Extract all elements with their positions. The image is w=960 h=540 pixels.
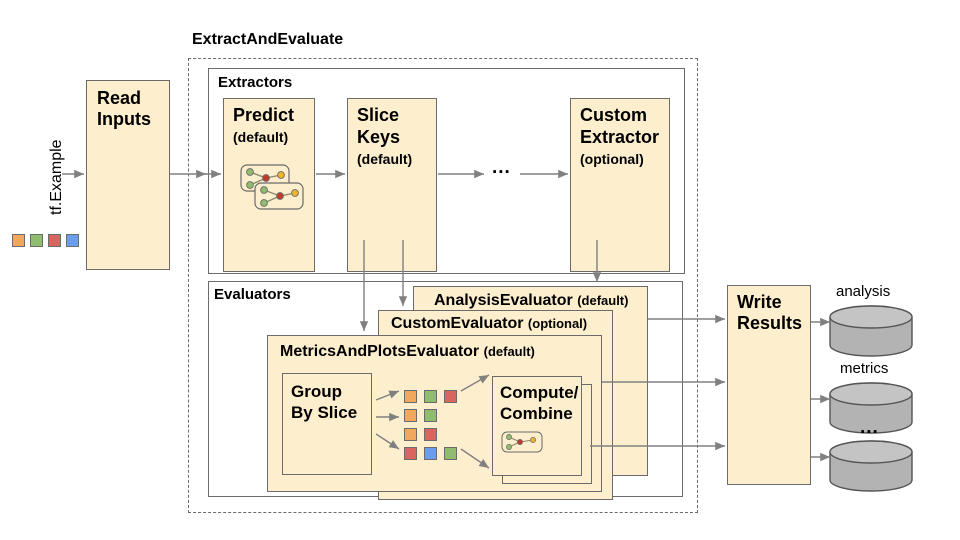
- extractor-predict-qualifier: (default): [233, 129, 289, 145]
- write-results-line2: Results: [737, 313, 803, 333]
- group-by-slice-line2: By Slice: [291, 403, 358, 422]
- extractor-custom-qualifier: (optional): [580, 151, 644, 167]
- output-label-ellipsis: ...: [860, 417, 879, 438]
- input-swatch-green: [30, 234, 43, 247]
- custom-evaluator-qualifier: (optional): [527, 316, 588, 331]
- slice-swatch-r0-orange: [404, 390, 417, 403]
- slice-swatch-r0-red: [444, 390, 457, 403]
- metrics-evaluator-qualifier: (default): [483, 344, 535, 359]
- extractor-custom-line1: Custom: [580, 105, 647, 125]
- extract-and-evaluate-title: ExtractAndEvaluate: [192, 31, 344, 48]
- extractor-slice-keys-line2: Keys: [357, 127, 401, 147]
- slice-swatch-r3-red: [404, 447, 417, 460]
- write-results-line1: Write: [737, 292, 782, 312]
- output-label-metrics: metrics: [840, 360, 889, 377]
- input-swatch-red: [48, 234, 61, 247]
- evaluators-label: Evaluators: [214, 286, 291, 303]
- read-inputs-line1: Read: [97, 88, 142, 108]
- group-by-slice-line1: Group: [291, 382, 342, 401]
- compute-combine-box[interactable]: Compute/ Combine: [492, 376, 582, 476]
- extractors-label: Extractors: [218, 74, 293, 91]
- extractor-predict-title: Predict: [233, 105, 295, 125]
- custom-evaluator-name: CustomEvaluator: [391, 315, 524, 332]
- extractor-predict-box[interactable]: Predict (default): [223, 98, 315, 272]
- analysis-evaluator-qualifier: (default): [577, 293, 629, 308]
- read-inputs-box[interactable]: Read Inputs: [86, 80, 170, 270]
- slice-swatch-r3-blue: [424, 447, 437, 460]
- extractor-slice-keys-box[interactable]: Slice Keys (default): [347, 98, 437, 272]
- input-label-text: tf.Example: [48, 139, 65, 215]
- input-swatch-orange: [12, 234, 25, 247]
- group-by-slice-box[interactable]: Group By Slice: [282, 373, 372, 475]
- read-inputs-line2: Inputs: [97, 109, 151, 129]
- extractor-custom-line2: Extractor: [580, 127, 660, 147]
- metrics-and-plots-evaluator-box[interactable]: MetricsAndPlotsEvaluator (default) Group…: [267, 335, 602, 492]
- extractor-slice-keys-qualifier: (default): [357, 151, 413, 167]
- slice-swatch-r3-green: [444, 447, 457, 460]
- slice-swatch-r1-green: [424, 409, 437, 422]
- extractors-ellipsis: ...: [492, 157, 511, 178]
- slice-swatch-r1-orange: [404, 409, 417, 422]
- slice-swatch-r2-red: [424, 428, 437, 441]
- extract-and-evaluate-container: [188, 58, 698, 513]
- analysis-evaluator-name: AnalysisEvaluator: [434, 292, 573, 309]
- extractor-slice-keys-line1: Slice: [357, 105, 400, 125]
- output-label-analysis: analysis: [836, 283, 891, 300]
- write-results-box[interactable]: Write Results: [727, 285, 811, 485]
- input-swatch-group: [12, 234, 92, 250]
- compute-combine-line1: Compute/: [500, 383, 579, 402]
- slice-swatch-matrix: [404, 390, 484, 462]
- extractor-custom-box[interactable]: Custom Extractor (optional): [570, 98, 670, 272]
- slice-swatch-r2-orange: [404, 428, 417, 441]
- input-swatch-blue: [66, 234, 79, 247]
- metrics-evaluator-name: MetricsAndPlotsEvaluator: [280, 343, 480, 360]
- slice-swatch-r0-green: [424, 390, 437, 403]
- compute-combine-line2: Combine: [500, 404, 573, 423]
